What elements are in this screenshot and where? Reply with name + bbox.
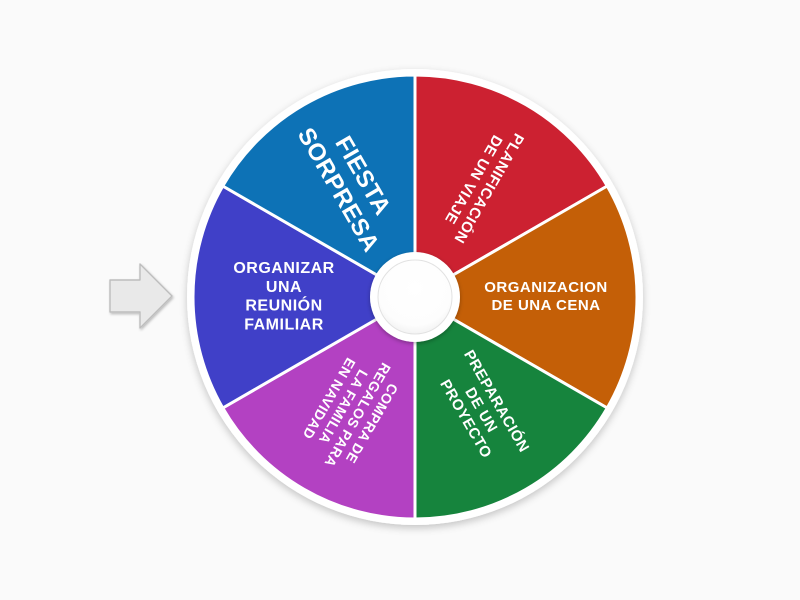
wheel-segment[interactable]: [411, 183, 639, 411]
wheel-segment[interactable]: [191, 183, 419, 411]
segment-label-line: UNA: [266, 279, 302, 296]
wheel-segment[interactable]: [413, 73, 610, 300]
segment-label-line: FAMILIAR: [244, 317, 324, 334]
segment-label-line: ORGANIZAR: [233, 260, 334, 277]
pointer-arrow-shape: [109, 263, 173, 329]
wheel-segment[interactable]: [220, 294, 417, 521]
wheel-segments[interactable]: [191, 73, 639, 521]
wheel-segment[interactable]: [413, 294, 610, 521]
spin-pointer-arrow: [109, 263, 173, 329]
segment-label-line: DE UNA CENA: [491, 297, 600, 314]
wheel-hub[interactable]: [377, 259, 453, 335]
segment-label-line: REUNIÓN: [245, 296, 322, 315]
wheel-segment[interactable]: [220, 73, 417, 300]
segment-label-line: ORGANIZACION: [484, 279, 608, 296]
